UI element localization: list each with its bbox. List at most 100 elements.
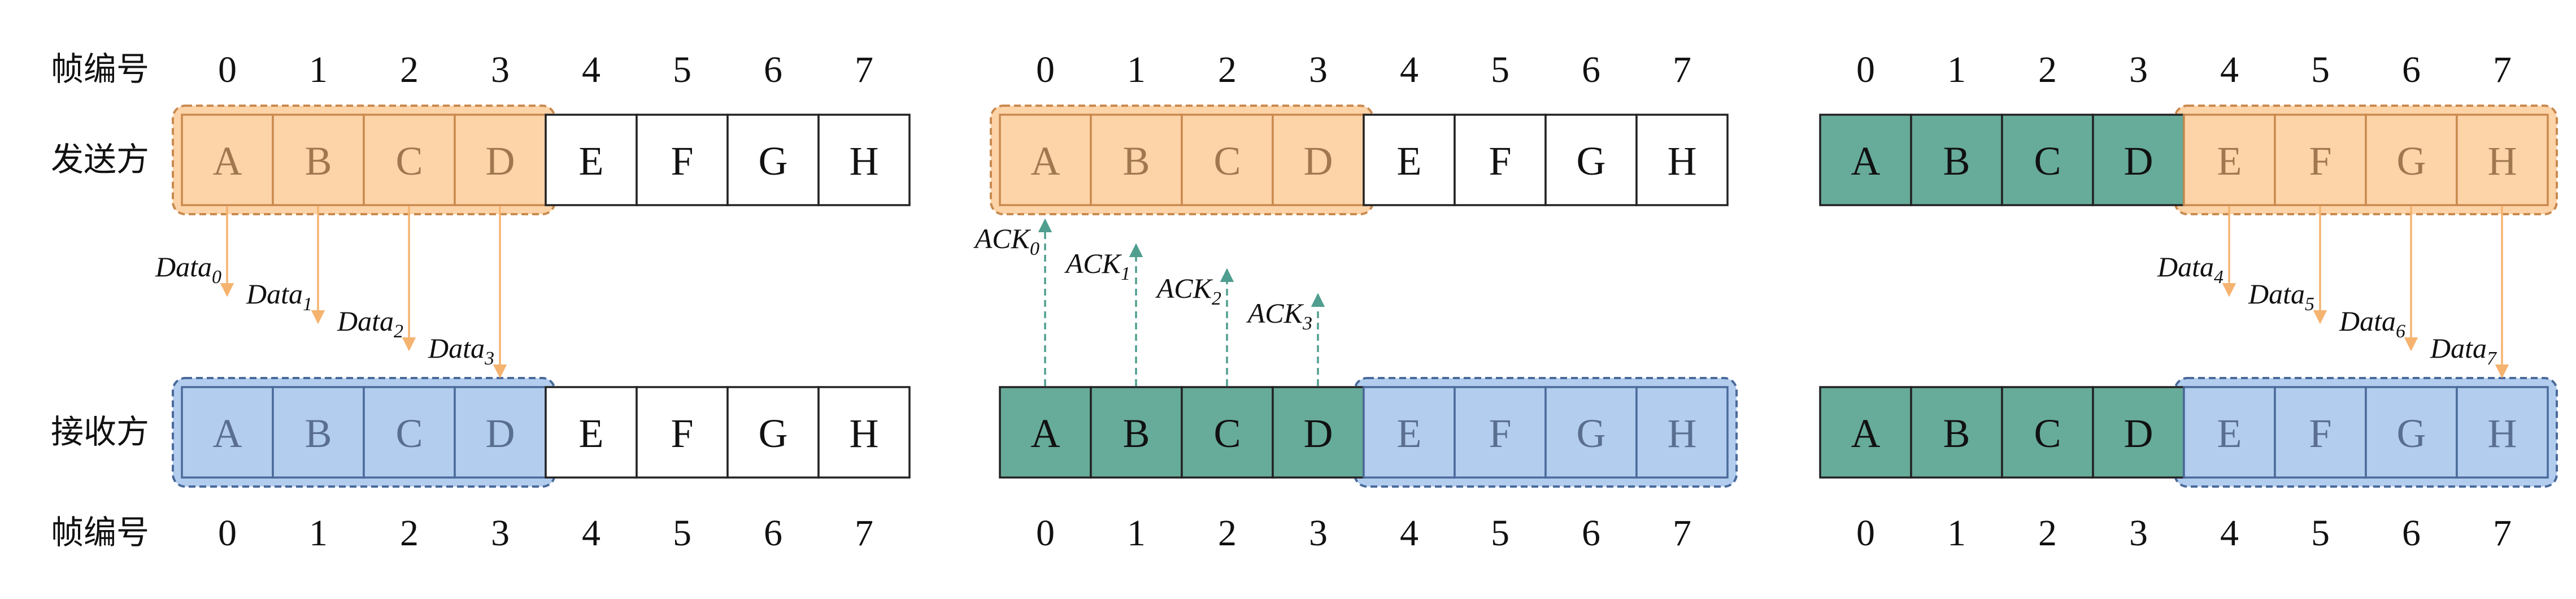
send-data-receiver-cell [363, 386, 456, 479]
slide-window-sender-cell-letter: B [1943, 138, 1970, 184]
slide-window-index-bottom: 4 [2220, 513, 2239, 554]
send-ack-sender-cell-letter: F [1489, 138, 1511, 184]
send-data-index-top: 3 [491, 49, 510, 90]
slide-window-index-top: 4 [2220, 49, 2239, 90]
send-ack-index-bottom: 7 [1673, 513, 1691, 554]
send-ack-arrow-label: ACK2 [1155, 272, 1221, 309]
send-ack-receiver-cell-letter: G [1577, 411, 1606, 456]
send-ack-receiver-cell [999, 386, 1092, 479]
send-ack-sender-cell [1181, 114, 1274, 206]
slide-window-index-bottom: 5 [2311, 513, 2330, 554]
slide-window-index-bottom: 6 [2402, 513, 2421, 554]
send-ack-arrow-label: ACK0 [973, 223, 1039, 259]
slide-window-receiver-cell [2274, 386, 2367, 479]
send-data-index-top: 2 [400, 49, 419, 90]
sender-label: 发送方 [51, 140, 149, 179]
send-ack-index-top: 3 [1309, 49, 1328, 90]
send-ack-sender-cell-letter: C [1213, 138, 1241, 184]
send-ack-receiver-cell [1363, 386, 1456, 479]
slide-window-receiver-cell [2365, 386, 2458, 479]
slide-window-sender-cell-letter: D [2124, 138, 2153, 184]
send-ack-index-bottom: 4 [1400, 513, 1418, 554]
slide-window-sender-cell [2001, 114, 2094, 206]
receiver-label: 接收方 [51, 413, 149, 451]
slide-window-receiver-cell-letter: E [2217, 411, 2242, 456]
send-data-arrow-label: Data0 [155, 251, 221, 288]
send-data-index-top: 6 [764, 49, 782, 90]
slide-window-sender-cell [2456, 114, 2549, 206]
slide-window-index-bottom: 7 [2493, 513, 2512, 554]
slide-window-index-top: 7 [2493, 49, 2512, 90]
send-ack-index-bottom: 3 [1309, 513, 1328, 554]
send-data-receiver-cell-letter: A [213, 411, 242, 456]
slide-window-index-bottom: 0 [1856, 513, 1875, 554]
slide-window-index-bottom: 3 [2129, 513, 2148, 554]
send-ack-arrow-label: ACK3 [1246, 297, 1312, 334]
send-data-sender-cell-letter: F [671, 138, 693, 184]
send-data-index-bottom: 5 [673, 513, 691, 554]
send-ack-sender-cell-letter: E [1397, 138, 1422, 184]
send-data-receiver-cell-letter: B [304, 411, 332, 456]
send-data-index-top: 7 [855, 49, 873, 90]
send-ack-arrow-label: ACK1 [1064, 248, 1130, 284]
send-data-index-bottom: 7 [855, 513, 873, 554]
index-top-label: 帧编号 [51, 50, 149, 88]
send-ack-sender-cell [1454, 114, 1547, 206]
send-data-sender-cell-letter: A [213, 138, 242, 184]
send-ack-index-bottom: 2 [1218, 513, 1237, 554]
slide-window-index-bottom: 1 [1947, 513, 1966, 554]
send-ack-receiver-cell-letter: D [1304, 411, 1333, 456]
send-data-sender-cell [181, 114, 274, 206]
send-data-sender-cell-letter: G [759, 138, 788, 184]
send-data-index-top: 5 [673, 49, 691, 90]
send-ack-receiver-cell-letter: H [1668, 411, 1697, 456]
send-ack-index-bottom: 5 [1491, 513, 1509, 554]
send-data-arrow-label: Data2 [337, 305, 403, 342]
send-data-arrow-label: Data3 [428, 332, 494, 369]
send-data-receiver-cell-letter: G [759, 411, 788, 456]
send-data-sender-cell [454, 114, 547, 206]
send-ack-sender-cell-letter: H [1668, 138, 1697, 184]
send-ack-index-top: 6 [1582, 49, 1600, 90]
send-data-index-bottom: 3 [491, 513, 510, 554]
send-ack-index-top: 5 [1491, 49, 1509, 90]
send-data-receiver-cell-letter: H [850, 411, 879, 456]
send-ack-sender-cell [1363, 114, 1456, 206]
send-data-receiver-cell-letter: D [486, 411, 515, 456]
slide-window-arrow-label: Data7 [2430, 332, 2497, 369]
send-data-arrow-label: Data1 [246, 278, 312, 315]
send-ack-sender-cell [1090, 114, 1183, 206]
send-ack-index-bottom: 0 [1036, 513, 1055, 554]
slide-window-index-top: 3 [2129, 49, 2148, 90]
send-ack-sender-cell [1635, 114, 1729, 206]
send-ack-index-top: 4 [1400, 49, 1418, 90]
slide-window-index-top: 5 [2311, 49, 2330, 90]
send-data-receiver-cell [181, 386, 274, 479]
slide-window-index-top: 2 [2038, 49, 2057, 90]
slide-window-sender-cell [1819, 114, 1912, 206]
slide-window-receiver-cell [1819, 386, 1912, 479]
slide-window-receiver-cell-letter: F [2309, 411, 2331, 456]
send-ack-index-top: 1 [1127, 49, 1146, 90]
slide-window-sender-cell [2365, 114, 2458, 206]
slide-window-sender-cell-letter: C [2034, 138, 2061, 184]
send-data-sender-cell-letter: B [304, 138, 332, 184]
send-data-sender-cell-letter: E [579, 138, 604, 184]
send-data-receiver-cell [454, 386, 547, 479]
send-data-sender-cell-letter: D [486, 138, 515, 184]
send-ack-receiver-cell [1635, 386, 1729, 479]
send-ack-index-top: 0 [1036, 49, 1055, 90]
slide-window-sender-cell-letter: G [2397, 138, 2426, 184]
send-data-index-top: 1 [309, 49, 328, 90]
send-data-receiver-cell-letter: C [395, 411, 423, 456]
slide-window-index-top: 0 [1856, 49, 1875, 90]
send-ack-receiver-cell-letter: F [1489, 411, 1511, 456]
send-data-index-bottom: 0 [218, 513, 237, 554]
send-ack-sender-cell [999, 114, 1092, 206]
send-data-sender-cell [726, 114, 820, 206]
slide-window-receiver-cell-letter: C [2034, 411, 2061, 456]
send-data-receiver-cell-letter: F [671, 411, 693, 456]
